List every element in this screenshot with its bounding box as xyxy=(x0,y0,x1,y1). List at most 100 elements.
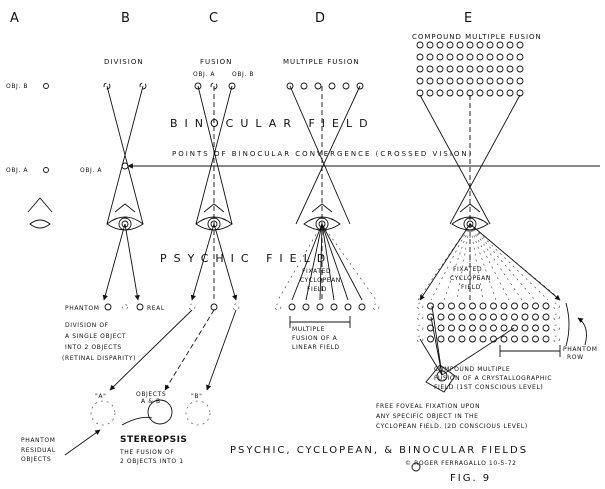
sight-line xyxy=(190,223,215,301)
object-circle xyxy=(316,303,324,311)
object-circle xyxy=(286,82,294,90)
convergence-label: POINTS OF BINOCULAR CONVERGENCE (CROSSED… xyxy=(172,150,473,158)
object-circle xyxy=(542,302,550,310)
svg-text:FIXATED: FIXATED xyxy=(453,266,482,273)
object-circle xyxy=(446,89,454,97)
object-circle xyxy=(342,82,350,90)
object-circle xyxy=(486,77,494,85)
sight-line xyxy=(430,223,471,301)
obj-b-label: OBJ. B xyxy=(6,83,28,90)
object-circle xyxy=(511,313,518,321)
sight-line xyxy=(106,85,144,225)
object-circle xyxy=(147,399,173,425)
object-circle xyxy=(274,303,282,311)
object-circle xyxy=(496,41,504,49)
object-circle xyxy=(458,335,466,343)
division-note: DIVISION OF A SINGLE OBJECT INTO 2 OBJEC… xyxy=(62,322,136,362)
svg-text:DIVISION OF: DIVISION OF xyxy=(65,322,109,329)
pupil xyxy=(436,370,448,382)
object-circle xyxy=(194,82,202,90)
object-circle xyxy=(532,335,539,343)
object-circle xyxy=(448,302,455,310)
figure-number: FIG. 9 xyxy=(450,473,491,484)
object-circle xyxy=(496,65,504,73)
svg-text:A SINGLE OBJECT: A SINGLE OBJECT xyxy=(65,333,126,340)
object-circle xyxy=(103,82,111,90)
a-quote-label: "A" xyxy=(95,393,106,400)
object-circle xyxy=(121,162,129,170)
iris xyxy=(118,217,132,231)
object-circle xyxy=(469,313,476,321)
object-circle xyxy=(416,77,424,85)
nose-icon xyxy=(311,203,333,213)
sight-line xyxy=(109,309,193,391)
object-circle xyxy=(427,302,434,310)
object-circle xyxy=(330,303,338,311)
svg-text:FREE FOVEAL FIXATION UPON: FREE FOVEAL FIXATION UPON xyxy=(376,403,480,410)
objects-ab-label: OBJECTS xyxy=(136,391,166,398)
object-circle xyxy=(476,77,484,85)
free-foveal-note: FREE FOVEAL FIXATION UPON ANY SPECIFIC O… xyxy=(376,403,527,430)
pupil xyxy=(210,220,218,228)
svg-text:ROW: ROW xyxy=(567,354,584,361)
obj-b-fusion-label: OBJ. B xyxy=(232,71,254,78)
eye-icon xyxy=(29,219,51,229)
object-circle xyxy=(456,89,464,97)
object-circle xyxy=(416,302,424,310)
object-circle xyxy=(486,53,494,61)
object-circle xyxy=(416,41,424,49)
svg-text:PHANTOM: PHANTOM xyxy=(563,346,598,353)
sight-line xyxy=(431,305,443,376)
object-circle xyxy=(466,77,474,85)
nose-icon xyxy=(114,203,136,213)
svg-text:MULTIPLE: MULTIPLE xyxy=(292,326,325,333)
object-circle xyxy=(90,400,116,426)
svg-text:LINEAR FIELD: LINEAR FIELD xyxy=(292,344,340,351)
object-circle xyxy=(448,335,455,343)
sight-line xyxy=(164,309,215,391)
object-circle xyxy=(479,335,487,343)
svg-text:RESIDUAL: RESIDUAL xyxy=(21,447,56,454)
pupil xyxy=(121,220,129,228)
object-circle xyxy=(426,65,434,73)
object-circle xyxy=(426,77,434,85)
eye-icon xyxy=(451,216,489,231)
object-circle xyxy=(446,53,454,61)
svg-text:ANY SPECIFIC OBJECT IN THE: ANY SPECIFIC OBJECT IN THE xyxy=(376,413,479,420)
sight-line xyxy=(456,223,471,301)
sight-line xyxy=(102,223,126,301)
object-circle xyxy=(496,53,504,61)
object-circle xyxy=(188,303,196,311)
object-circle xyxy=(511,302,518,310)
object-circle xyxy=(302,303,310,311)
svg-text:OBJECTS: OBJECTS xyxy=(21,456,51,463)
sight-line xyxy=(295,85,361,225)
object-circle xyxy=(500,313,508,321)
sight-line xyxy=(469,223,561,301)
figure-title: PSYCHIC, CYCLOPEAN, & BINOCULAR FIELDS xyxy=(230,445,528,456)
object-circle xyxy=(466,41,474,49)
nose-icon xyxy=(27,197,53,213)
stereopsis-note-1: THE FUSION OF xyxy=(119,449,174,456)
column-e-label: E xyxy=(464,11,472,26)
object-circle xyxy=(458,313,466,321)
object-circle xyxy=(328,82,336,90)
svg-text:INTO 2 OBJECTS: INTO 2 OBJECTS xyxy=(65,344,122,351)
object-circle xyxy=(300,82,308,90)
object-circle xyxy=(476,65,484,73)
object-circle xyxy=(506,65,514,73)
object-circle xyxy=(496,89,504,97)
header-compound-multiple-fusion: COMPOUND MULTIPLE FUSION xyxy=(412,33,542,41)
sight-line xyxy=(277,223,323,301)
sight-line xyxy=(124,223,140,301)
object-circle xyxy=(490,313,497,321)
sight-line xyxy=(419,338,443,376)
object-circle xyxy=(511,335,518,343)
object-circle xyxy=(314,82,322,90)
object-circle xyxy=(437,324,445,332)
sight-line xyxy=(469,223,484,301)
object-circle xyxy=(521,313,529,321)
object-circle xyxy=(516,41,524,49)
sight-line xyxy=(419,94,491,225)
object-circle xyxy=(516,77,524,85)
